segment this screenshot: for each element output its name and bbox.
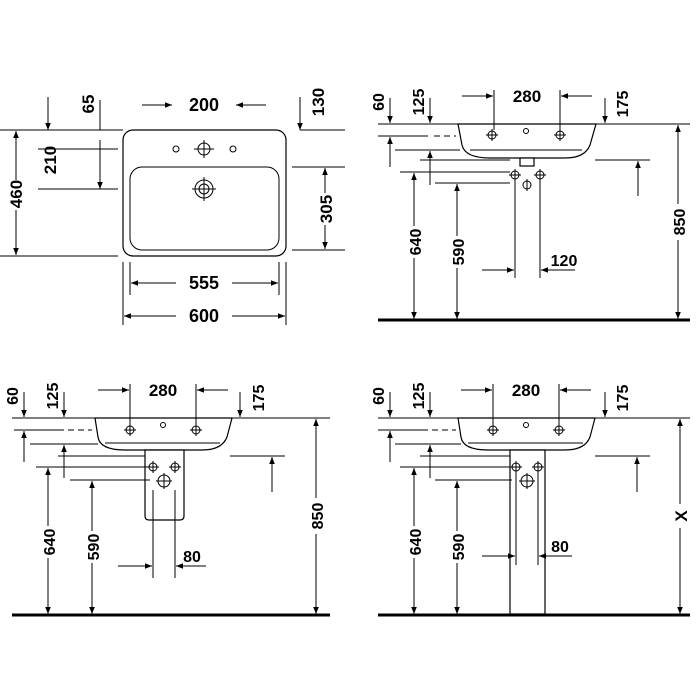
dim-125: 125 <box>411 89 428 116</box>
dim-305: 305 <box>317 195 336 223</box>
dim-640: 640 <box>408 529 425 556</box>
dim-80: 80 <box>551 539 569 556</box>
dim-590: 590 <box>86 534 103 561</box>
dim-590: 590 <box>451 534 468 561</box>
side-view: 60 125 280 175 850 640 590 120 <box>371 87 690 322</box>
pedestal-view: 60 125 280 175 X 640 590 80 <box>371 381 691 617</box>
dim-60: 60 <box>5 387 22 405</box>
dim-850: 850 <box>672 209 689 236</box>
dim-850: 850 <box>310 503 327 530</box>
top-view: 65 200 130 460 210 305 555 <box>0 88 345 326</box>
dim-640: 640 <box>42 529 59 556</box>
basin-bowl <box>129 166 280 251</box>
dim-x: X <box>672 510 691 522</box>
dim-125: 125 <box>411 383 428 410</box>
dim-60: 60 <box>371 93 388 111</box>
dim-175: 175 <box>615 91 632 118</box>
dim-130: 130 <box>309 88 328 116</box>
dim-175: 175 <box>615 385 632 412</box>
dim-640: 640 <box>408 229 425 256</box>
dim-175: 175 <box>251 385 268 412</box>
side-hole-icon <box>229 145 237 153</box>
dim-200: 200 <box>189 95 219 115</box>
side-hole-icon <box>172 145 180 153</box>
dim-120: 120 <box>551 253 578 270</box>
dim-555: 555 <box>189 273 219 293</box>
dim-280: 280 <box>513 87 541 106</box>
dim-280: 280 <box>149 381 177 400</box>
dim-590: 590 <box>451 239 468 266</box>
dim-60: 60 <box>371 387 388 405</box>
semi-pedestal-view: 60 125 280 175 850 640 590 80 <box>5 381 330 617</box>
pedestal <box>509 449 546 615</box>
dim-460: 460 <box>7 180 26 208</box>
dim-280: 280 <box>512 381 540 400</box>
dim-125: 125 <box>45 383 62 410</box>
dim-600: 600 <box>189 306 219 326</box>
dim-210: 210 <box>41 146 60 174</box>
dim-65: 65 <box>79 95 98 114</box>
dim-80: 80 <box>183 549 201 566</box>
